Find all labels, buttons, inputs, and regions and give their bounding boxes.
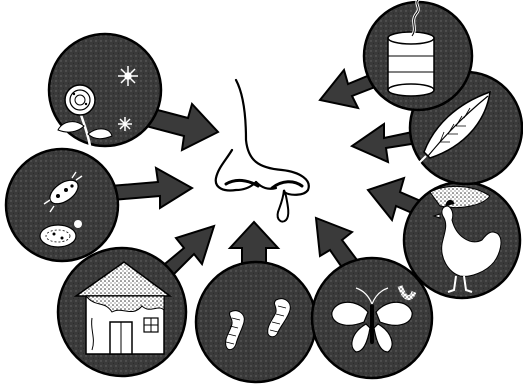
nose (216, 80, 309, 195)
nasal-drip (278, 190, 289, 222)
pollen-source (49, 34, 218, 150)
smoke-source (320, 0, 472, 110)
larvae-source (196, 222, 316, 382)
larvae-circle (196, 262, 316, 382)
bacteria-source (6, 149, 192, 261)
arrow-bacteria (110, 168, 192, 208)
